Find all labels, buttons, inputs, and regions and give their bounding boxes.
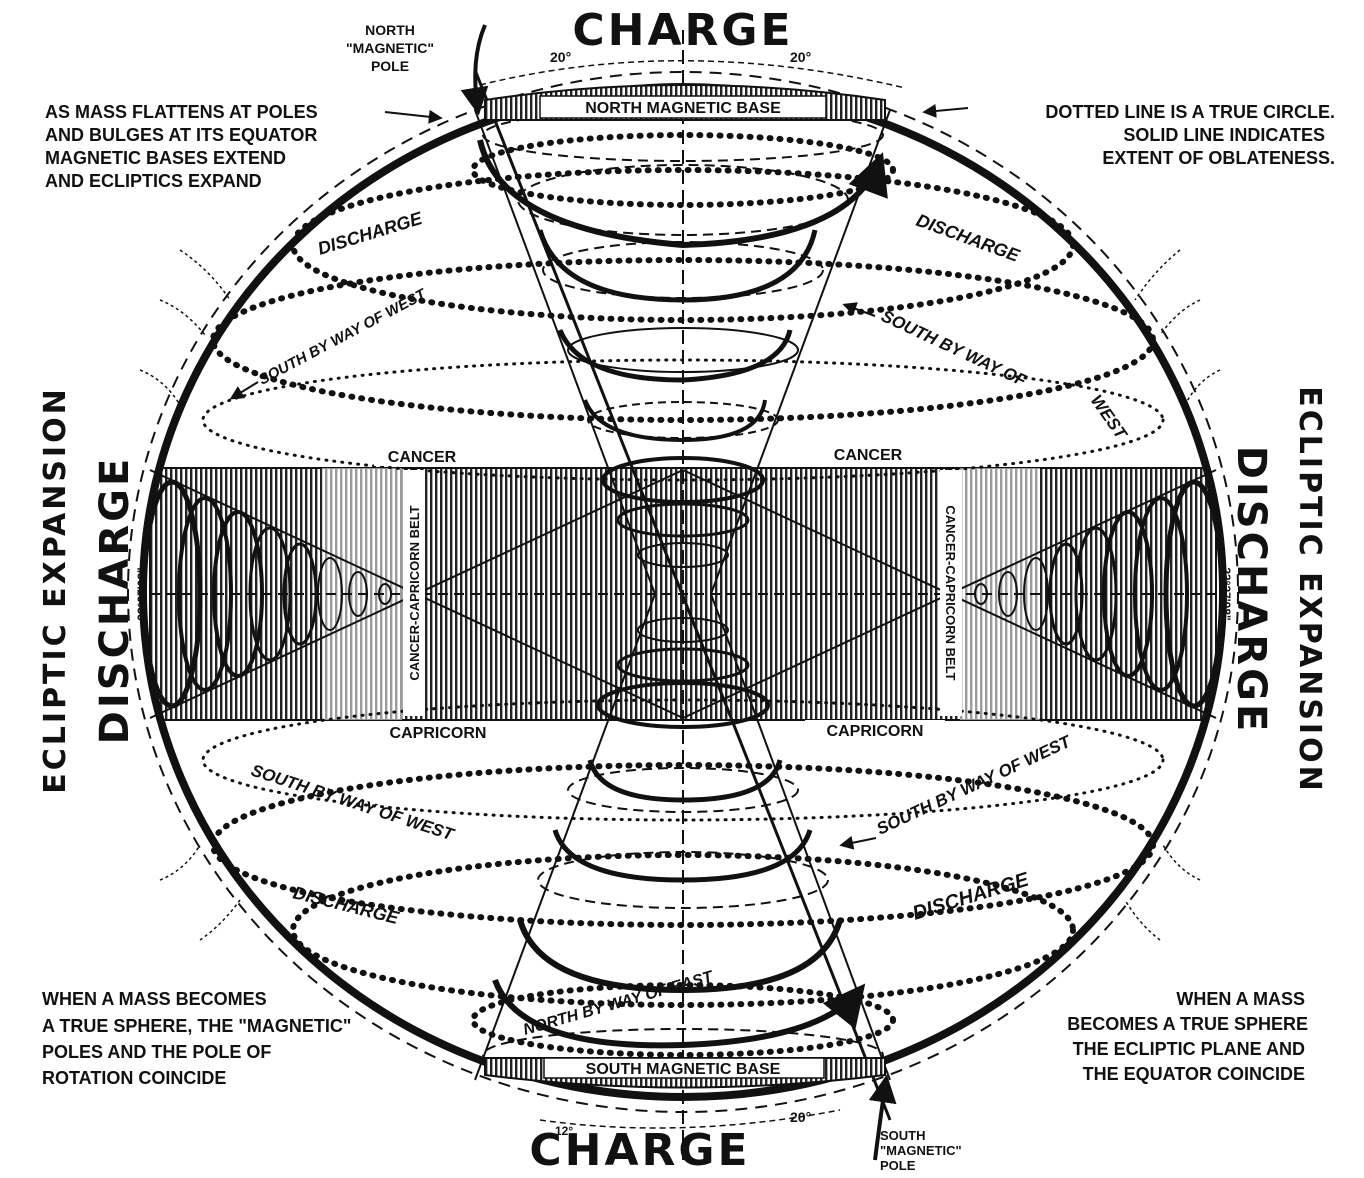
discharge-lower-right: DISCHARGE	[910, 868, 1032, 924]
note-top-left: AS MASS FLATTENS AT POLES AND BULGES AT …	[45, 102, 318, 191]
note-top-right-arrow	[925, 108, 968, 112]
north-pole-label: NORTH "MAGNETIC" POLE	[346, 22, 434, 74]
svg-text:POLES AND THE POLE OF: POLES AND THE POLE OF	[42, 1042, 271, 1062]
svg-text:ECLIPTIC EXPANSION: ECLIPTIC EXPANSION	[1292, 386, 1327, 793]
svg-text:23°27'08": 23°27'08"	[1219, 567, 1233, 620]
svg-text:"MAGNETIC": "MAGNETIC"	[346, 40, 434, 56]
discharge-upper-right: DISCHARGE	[914, 210, 1023, 266]
south-by-west-lower-right: SOUTH BY WAY OF WEST	[874, 731, 1075, 838]
svg-text:AS MASS FLATTENS AT POLES: AS MASS FLATTENS AT POLES	[45, 102, 318, 122]
svg-text:POLE: POLE	[371, 58, 409, 74]
west-upper-right: WEST	[1087, 391, 1132, 443]
discharge-lower-left: DISCHARGE	[291, 882, 402, 928]
left-side-titles: ECLIPTIC EXPANSION DISCHARGE 23°27'08"	[38, 386, 149, 793]
svg-text:WHEN A MASS: WHEN A MASS	[1176, 989, 1305, 1009]
arrow-sbw-lr	[842, 838, 876, 845]
svg-text:EXTENT OF OBLATENESS.: EXTENT OF OBLATENESS.	[1102, 148, 1335, 168]
svg-text:BECOMES A TRUE SPHERE: BECOMES A TRUE SPHERE	[1067, 1014, 1308, 1034]
svg-text:NORTH: NORTH	[365, 22, 415, 38]
south-pole-label: SOUTH "MAGNETIC" POLE	[880, 1128, 962, 1173]
note-bottom-right: WHEN A MASS BECOMES A TRUE SPHERE THE EC…	[1067, 989, 1308, 1084]
svg-text:DOTTED LINE IS A TRUE CIRCLE.: DOTTED LINE IS A TRUE CIRCLE.	[1045, 102, 1335, 122]
svg-text:CAPRICORN: CAPRICORN	[827, 723, 924, 740]
svg-text:"MAGNETIC": "MAGNETIC"	[880, 1143, 962, 1158]
svg-text:CANCER-CAPRICORN BELT: CANCER-CAPRICORN BELT	[407, 505, 422, 680]
svg-text:ROTATION COINCIDE: ROTATION COINCIDE	[42, 1068, 226, 1088]
svg-text:CANCER: CANCER	[834, 447, 903, 464]
svg-text:MAGNETIC BASES EXTEND: MAGNETIC BASES EXTEND	[45, 148, 286, 168]
title-top: CHARGE	[572, 5, 793, 56]
note-top-left-arrow	[385, 112, 440, 118]
title-bottom: CHARGE	[529, 1125, 750, 1176]
svg-text:AND BULGES AT ITS EQUATOR: AND BULGES AT ITS EQUATOR	[45, 125, 317, 145]
north-pole-arrow	[475, 25, 485, 110]
north-base-label: NORTH MAGNETIC BASE	[585, 100, 781, 117]
note-top-right: DOTTED LINE IS A TRUE CIRCLE. SOLID LINE…	[1045, 102, 1335, 168]
svg-text:CANCER: CANCER	[388, 449, 457, 466]
svg-text:SOLID LINE INDICATES: SOLID LINE INDICATES	[1123, 125, 1325, 145]
south-by-west-upper-right: SOUTH BY WAY OF	[878, 306, 1030, 390]
svg-text:THE ECLIPTIC PLANE AND: THE ECLIPTIC PLANE AND	[1073, 1039, 1305, 1059]
svg-text:ECLIPTIC EXPANSION: ECLIPTIC EXPANSION	[38, 386, 73, 793]
angle-bottom-right: 20°	[790, 1109, 811, 1125]
svg-text:WHEN A MASS BECOMES: WHEN A MASS BECOMES	[42, 989, 267, 1009]
right-side-titles: ECLIPTIC EXPANSION DISCHARGE 23°27'08"	[1219, 386, 1327, 793]
south-base-label: SOUTH MAGNETIC BASE	[586, 1061, 781, 1078]
svg-text:CANCER-CAPRICORN BELT: CANCER-CAPRICORN BELT	[943, 505, 958, 680]
svg-text:THE EQUATOR COINCIDE: THE EQUATOR COINCIDE	[1083, 1064, 1305, 1084]
svg-text:DISCHARGE: DISCHARGE	[1228, 446, 1274, 735]
note-bottom-left: WHEN A MASS BECOMES A TRUE SPHERE, THE "…	[42, 989, 351, 1088]
north-magnetic-base: NORTH MAGNETIC BASE	[485, 85, 885, 120]
svg-text:23°27'08": 23°27'08"	[135, 567, 149, 620]
svg-text:DISCHARGE: DISCHARGE	[92, 456, 138, 745]
discharge-upper-left: DISCHARGE	[315, 208, 425, 259]
svg-text:SOUTH: SOUTH	[880, 1128, 926, 1143]
svg-text:AND ECLIPTICS EXPAND: AND ECLIPTICS EXPAND	[45, 171, 262, 191]
svg-text:CAPRICORN: CAPRICORN	[390, 725, 487, 742]
svg-text:A TRUE SPHERE, THE "MAGNETIC": A TRUE SPHERE, THE "MAGNETIC"	[42, 1016, 351, 1036]
svg-text:POLE: POLE	[880, 1158, 916, 1173]
angle-top-left: 20°	[550, 49, 571, 65]
